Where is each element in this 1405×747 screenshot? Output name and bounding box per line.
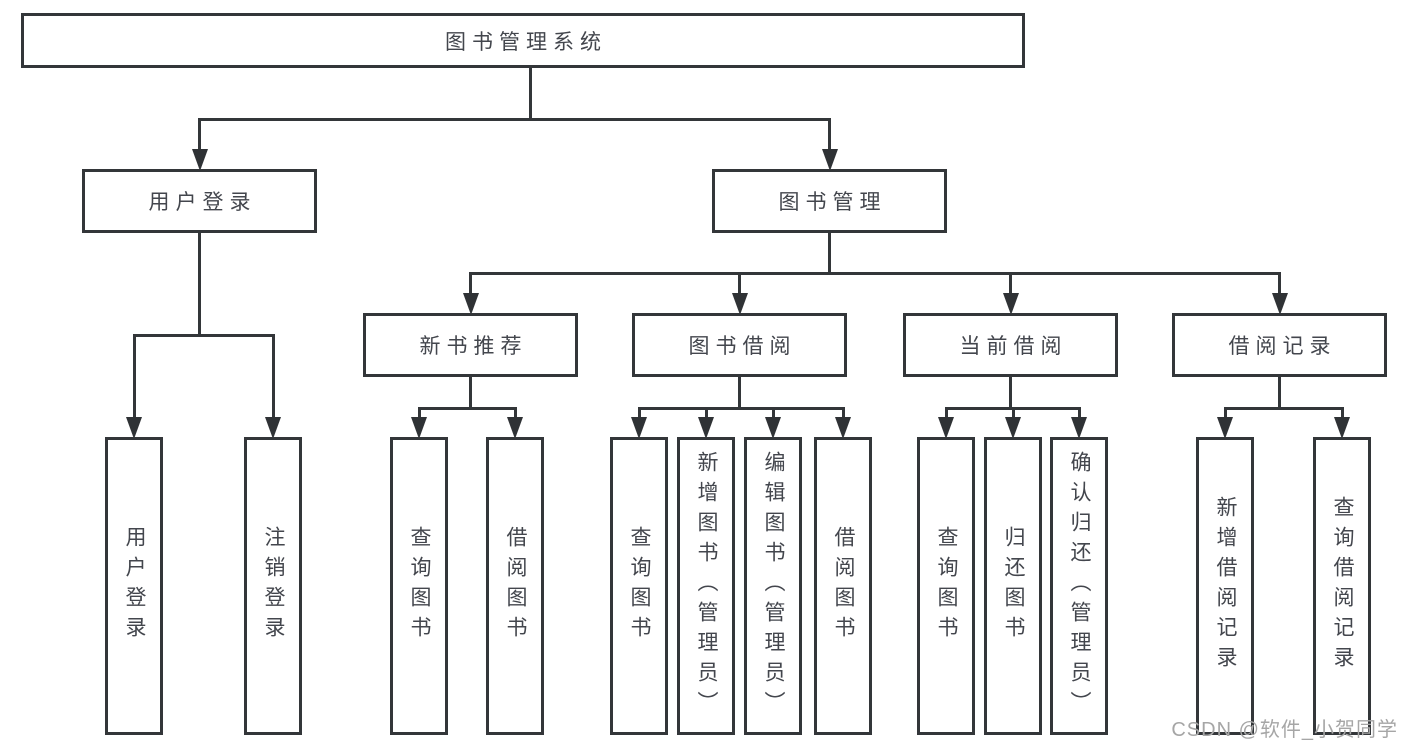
connector-stem <box>1278 375 1281 410</box>
connector-drop <box>132 335 136 419</box>
connector-drop <box>469 273 472 295</box>
arrowhead-down-icon <box>938 417 954 439</box>
arrowhead-down-icon <box>462 293 479 315</box>
connector-drop <box>771 408 775 419</box>
connector-stem <box>528 67 532 121</box>
connector-drop <box>1340 408 1344 419</box>
arrowhead-down-icon <box>1217 417 1233 439</box>
arrowhead-down-icon <box>126 417 142 439</box>
connector-stem <box>469 375 472 410</box>
arrowhead-down-icon <box>1071 417 1087 439</box>
node-label: 新增借阅记录 <box>1214 496 1237 676</box>
connector-hline <box>1223 406 1344 410</box>
node-label: 用户登录 <box>148 191 257 214</box>
node-label: 查询图书 <box>408 526 431 646</box>
connector-drop <box>1278 273 1281 295</box>
arrowhead-down-icon <box>835 417 851 439</box>
node-label: 当前借阅 <box>959 335 1068 358</box>
arrowhead-down-icon <box>191 149 208 171</box>
arrowhead-down-icon <box>731 293 748 315</box>
node-label: 新增图书（管理员） <box>695 451 718 721</box>
connector-stem <box>828 231 831 275</box>
node-label: 查询借阅记录 <box>1331 496 1354 676</box>
connector-drop <box>1223 408 1227 419</box>
node-label: 借阅图书 <box>832 526 855 646</box>
connector-stem <box>198 231 201 337</box>
arrowhead-down-icon <box>1334 417 1350 439</box>
connector-hline <box>198 117 831 121</box>
connector-stem <box>738 375 741 410</box>
connector-drop <box>198 119 201 151</box>
node-branch-book-management: 图书管理 <box>712 169 947 233</box>
arrowhead-down-icon <box>1002 293 1019 315</box>
node-leaf-add-books-admin: 新增图书（管理员） <box>677 437 735 735</box>
connector-drop <box>841 408 845 419</box>
node-branch-current-borrowing: 当前借阅 <box>903 313 1118 377</box>
node-leaf-query-borrowing-record: 查询借阅记录 <box>1313 437 1371 735</box>
node-label: 图书借阅 <box>688 335 797 358</box>
node-leaf-query-books-borrowing: 查询图书 <box>610 437 668 735</box>
node-label: 归还图书 <box>1002 526 1025 646</box>
arrowhead-down-icon <box>698 417 714 439</box>
connector-drop <box>738 273 741 295</box>
connector-hline <box>469 271 1281 275</box>
connector-hline <box>637 406 845 410</box>
arrowhead-down-icon <box>1271 293 1288 315</box>
node-leaf-query-books-recommend: 查询图书 <box>390 437 448 735</box>
connector-drop <box>1077 408 1081 419</box>
connector-drop <box>944 408 948 419</box>
connector-drop <box>637 408 641 419</box>
node-leaf-borrow-books-recommend: 借阅图书 <box>486 437 544 735</box>
arrowhead-down-icon <box>631 417 647 439</box>
node-leaf-confirm-return-admin: 确认归还（管理员） <box>1050 437 1108 735</box>
connector-drop <box>513 408 517 419</box>
node-root-library-management-system: 图书管理系统 <box>21 13 1025 68</box>
connector-drop <box>271 335 275 419</box>
connector-drop <box>1009 273 1012 295</box>
node-label: 编辑图书（管理员） <box>762 451 785 721</box>
node-label: 图书管理系统 <box>445 30 607 54</box>
node-label: 确认归还（管理员） <box>1068 451 1091 721</box>
watermark: CSDN @软件_小贺同学 <box>1171 719 1398 741</box>
arrowhead-down-icon <box>507 417 523 439</box>
node-branch-book-borrowing: 图书借阅 <box>632 313 847 377</box>
node-branch-new-book-recommendation: 新书推荐 <box>363 313 578 377</box>
node-label: 新书推荐 <box>419 335 528 358</box>
node-leaf-edit-books-admin: 编辑图书（管理员） <box>744 437 802 735</box>
connector-stem <box>1009 375 1012 410</box>
node-label: 用户登录 <box>123 526 146 646</box>
node-branch-borrowing-records: 借阅记录 <box>1172 313 1387 377</box>
node-leaf-borrow-books: 借阅图书 <box>814 437 872 735</box>
node-leaf-add-borrowing-record: 新增借阅记录 <box>1196 437 1254 735</box>
node-label: 借阅记录 <box>1228 335 1337 358</box>
connector-drop <box>417 408 421 419</box>
connector-drop <box>1011 408 1015 419</box>
node-leaf-query-books-current: 查询图书 <box>917 437 975 735</box>
arrowhead-down-icon <box>1005 417 1021 439</box>
node-label: 图书管理 <box>778 191 887 214</box>
connector-hline <box>132 333 275 337</box>
node-leaf-return-books: 归还图书 <box>984 437 1042 735</box>
node-label: 查询图书 <box>628 526 651 646</box>
node-leaf-logout: 注销登录 <box>244 437 302 735</box>
node-branch-user-login: 用户登录 <box>82 169 317 233</box>
connector-hline <box>417 406 517 410</box>
node-label: 注销登录 <box>262 526 285 646</box>
connector-drop <box>704 408 708 419</box>
arrowhead-down-icon <box>765 417 781 439</box>
arrowhead-down-icon <box>265 417 281 439</box>
arrowhead-down-icon <box>821 149 838 171</box>
node-leaf-user-login: 用户登录 <box>105 437 163 735</box>
connector-drop <box>828 119 831 151</box>
arrowhead-down-icon <box>411 417 427 439</box>
node-label: 借阅图书 <box>504 526 527 646</box>
node-label: 查询图书 <box>935 526 958 646</box>
